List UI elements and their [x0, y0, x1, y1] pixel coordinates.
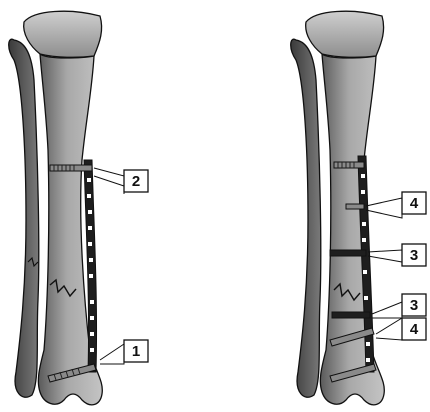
- left-tibia-head: [24, 11, 102, 57]
- right-tibia-head: [306, 11, 384, 57]
- callout-3-mid: 3: [368, 244, 426, 266]
- right-leg-panel: [291, 11, 385, 405]
- callout-4-bottom: 4: [376, 318, 426, 340]
- callout-2-left: 2: [94, 168, 148, 194]
- left-fibula: [9, 39, 39, 397]
- callout-label: 1: [132, 343, 140, 360]
- callout-label: 2: [132, 173, 140, 190]
- right-screw-unicortical-upper: [346, 204, 364, 209]
- right-fibula: [291, 39, 321, 397]
- left-screw-upper: [50, 165, 92, 171]
- callout-label: 3: [410, 247, 418, 264]
- callout-3-low: 3: [372, 294, 426, 318]
- callout-4-top: 4: [366, 192, 426, 218]
- right-tibia-shaft: [320, 54, 384, 405]
- callout-1-left: 1: [100, 340, 148, 364]
- callout-label: 4: [410, 321, 419, 338]
- callout-label: 3: [410, 297, 418, 314]
- right-screw-top: [334, 162, 364, 168]
- callout-label: 4: [410, 195, 419, 212]
- right-screw-bicortical-low: [332, 312, 370, 318]
- left-leg-panel: [9, 11, 103, 405]
- right-screw-bicortical-mid: [330, 250, 366, 256]
